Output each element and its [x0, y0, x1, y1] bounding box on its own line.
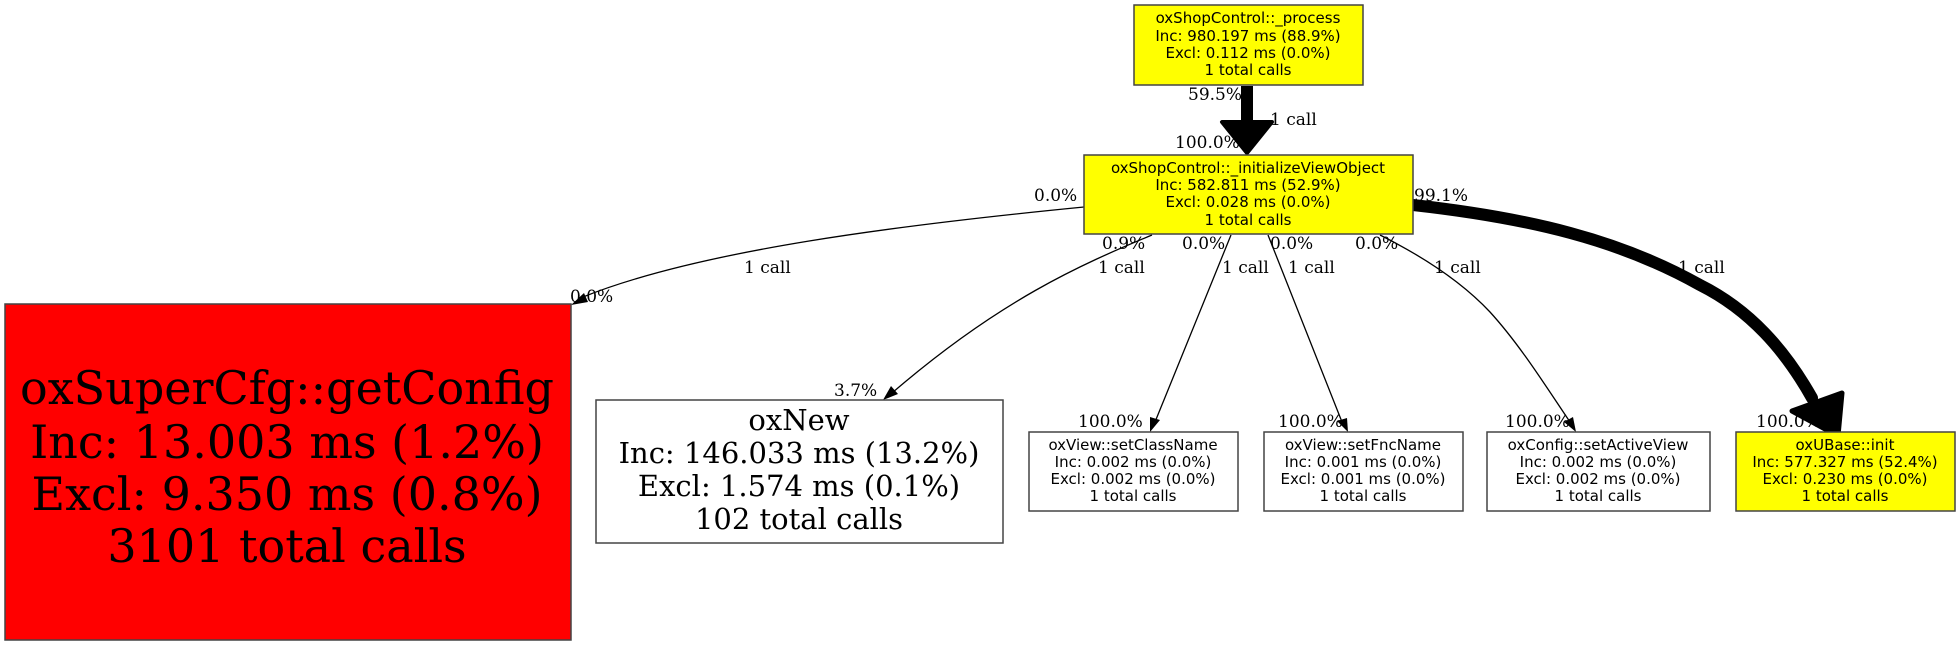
- node-oxShopControl-process[interactable]: oxShopControl::_process Inc: 980.197 ms …: [1133, 4, 1364, 86]
- node-exclusive-time: Excl: 1.574 ms (0.1%): [638, 469, 960, 503]
- arrowhead-icon: [1220, 120, 1274, 155]
- node-total-calls: 1 total calls: [1090, 487, 1177, 505]
- edge-initializeViewObject-to-oxNew: 0.9% 1 call 3.7%: [834, 234, 1153, 401]
- edge-tail-percent: 0.0%: [1355, 234, 1398, 254]
- node-box: [4, 303, 572, 641]
- edge-tail-percent: 0.0%: [1182, 234, 1225, 254]
- node-inclusive-time: Inc: 980.197 ms (88.9%): [1155, 27, 1340, 45]
- node-box: [595, 399, 1004, 544]
- edge-call-label: 1 call: [1434, 258, 1481, 278]
- edge-head-percent: 100.0%: [1278, 412, 1343, 432]
- edge-head-percent: 100.0%: [1756, 412, 1821, 432]
- edge-initializeViewObject-to-setFncName: 0.0% 1 call 100.0%: [1267, 234, 1348, 432]
- node-total-calls: 1 total calls: [1555, 487, 1642, 505]
- node-function-name: oxShopControl::_process: [1156, 9, 1341, 28]
- node-function-name: oxNew: [748, 403, 849, 437]
- node-exclusive-time: Excl: 0.112 ms (0.0%): [1165, 44, 1330, 62]
- node-function-name: oxView::setClassName: [1048, 436, 1217, 454]
- edge-initializeViewObject-to-setClassName: 0.0% 1 call 100.0%: [1078, 234, 1269, 432]
- node-total-calls: 1 total calls: [1320, 487, 1407, 505]
- node-total-calls: 3101 total calls: [107, 519, 466, 573]
- edge-tail-percent: 0.9%: [1102, 234, 1145, 254]
- node-exclusive-time: Excl: 0.001 ms (0.0%): [1280, 470, 1445, 488]
- node-oxConfig-setActiveView[interactable]: oxConfig::setActiveView Inc: 0.002 ms (0…: [1486, 431, 1711, 512]
- node-inclusive-time: Inc: 577.327 ms (52.4%): [1752, 453, 1937, 471]
- edge-call-label: 1 call: [1678, 258, 1725, 278]
- arrowhead-icon: [571, 293, 588, 305]
- node-function-name: oxConfig::setActiveView: [1508, 436, 1689, 454]
- edge-call-label: 1 call: [1098, 258, 1145, 278]
- node-oxView-setClassName[interactable]: oxView::setClassName Inc: 0.002 ms (0.0%…: [1028, 431, 1239, 512]
- edge-line: [582, 206, 1085, 298]
- edge-call-label: 1 call: [1288, 258, 1335, 278]
- edge-line: [1154, 234, 1232, 423]
- edge-line: [1379, 234, 1571, 423]
- node-exclusive-time: Excl: 0.028 ms (0.0%): [1165, 193, 1330, 211]
- node-function-name: oxUBase::init: [1796, 436, 1895, 454]
- node-exclusive-time: Excl: 0.002 ms (0.0%): [1515, 470, 1680, 488]
- arrowhead-icon: [1564, 417, 1576, 432]
- arrowhead-icon: [883, 386, 898, 400]
- node-exclusive-time: Excl: 0.230 ms (0.0%): [1762, 470, 1927, 488]
- edge-call-label: 1 call: [1270, 110, 1317, 130]
- arrowhead-icon: [1150, 417, 1160, 432]
- edge-tail-percent: 59.5%: [1188, 85, 1242, 105]
- edge-head-percent: 0.0%: [570, 287, 613, 307]
- node-oxUBase-init[interactable]: oxUBase::init Inc: 577.327 ms (52.4%) Ex…: [1735, 431, 1956, 512]
- edge-tail-percent: 99.1%: [1414, 186, 1468, 206]
- edge-initializeViewObject-to-ubaseInit: 99.1% 1 call 100.0%: [1407, 186, 1845, 439]
- node-function-name: oxShopControl::_initializeViewObject: [1111, 159, 1385, 178]
- edge-initializeViewObject-to-setActiveView: 0.0% 1 call 100.0%: [1355, 234, 1576, 432]
- edge-head-percent: 100.0%: [1505, 412, 1570, 432]
- edge-tail-percent: 0.0%: [1034, 186, 1077, 206]
- node-box: [1486, 431, 1711, 512]
- edge-initializeViewObject-to-getConfig: 0.0% 1 call 0.0%: [570, 186, 1085, 307]
- node-exclusive-time: Excl: 0.002 ms (0.0%): [1050, 470, 1215, 488]
- node-inclusive-time: Inc: 0.001 ms (0.0%): [1285, 453, 1442, 471]
- edge-call-label: 1 call: [1222, 258, 1269, 278]
- edge-head-percent: 3.7%: [834, 381, 877, 401]
- node-inclusive-time: Inc: 146.033 ms (13.2%): [619, 436, 980, 470]
- edge-call-label: 1 call: [744, 258, 791, 278]
- node-total-calls: 1 total calls: [1205, 61, 1292, 79]
- node-total-calls: 102 total calls: [695, 502, 903, 536]
- node-inclusive-time: Inc: 0.002 ms (0.0%): [1055, 453, 1212, 471]
- arrowhead-icon: [1337, 418, 1348, 432]
- edge-head-percent: 100.0%: [1175, 133, 1240, 153]
- node-box: [1028, 431, 1239, 512]
- node-inclusive-time: Inc: 0.002 ms (0.0%): [1520, 453, 1677, 471]
- node-oxSuperCfg-getConfig[interactable]: oxSuperCfg::getConfig Inc: 13.003 ms (1.…: [4, 303, 572, 641]
- edge-tail-percent: 0.0%: [1270, 234, 1313, 254]
- node-function-name: oxSuperCfg::getConfig: [20, 361, 554, 415]
- node-oxNew[interactable]: oxNew Inc: 146.033 ms (13.2%) Excl: 1.57…: [595, 399, 1004, 544]
- edge-line: [1407, 199, 1818, 404]
- node-inclusive-time: Inc: 582.811 ms (52.9%): [1155, 176, 1340, 194]
- node-oxView-setFncName[interactable]: oxView::setFncName Inc: 0.001 ms (0.0%) …: [1263, 431, 1464, 512]
- node-box: [1083, 154, 1414, 235]
- node-total-calls: 1 total calls: [1205, 211, 1292, 229]
- node-box: [1263, 431, 1464, 512]
- node-box: [1735, 431, 1956, 512]
- node-inclusive-time: Inc: 13.003 ms (1.2%): [30, 415, 544, 469]
- edge-head-percent: 100.0%: [1078, 412, 1143, 432]
- edge-process-to-initializeViewObject: 59.5% 1 call 100.0%: [1175, 85, 1317, 155]
- node-exclusive-time: Excl: 9.350 ms (0.8%): [31, 467, 542, 521]
- arrowhead-icon: [1789, 390, 1845, 439]
- edge-line: [891, 234, 1153, 394]
- edge-line: [1267, 234, 1343, 423]
- node-function-name: oxView::setFncName: [1285, 436, 1441, 454]
- node-box: [1133, 4, 1364, 86]
- node-total-calls: 1 total calls: [1802, 487, 1889, 505]
- node-oxShopControl-initializeViewObject[interactable]: oxShopControl::_initializeViewObject Inc…: [1083, 154, 1414, 235]
